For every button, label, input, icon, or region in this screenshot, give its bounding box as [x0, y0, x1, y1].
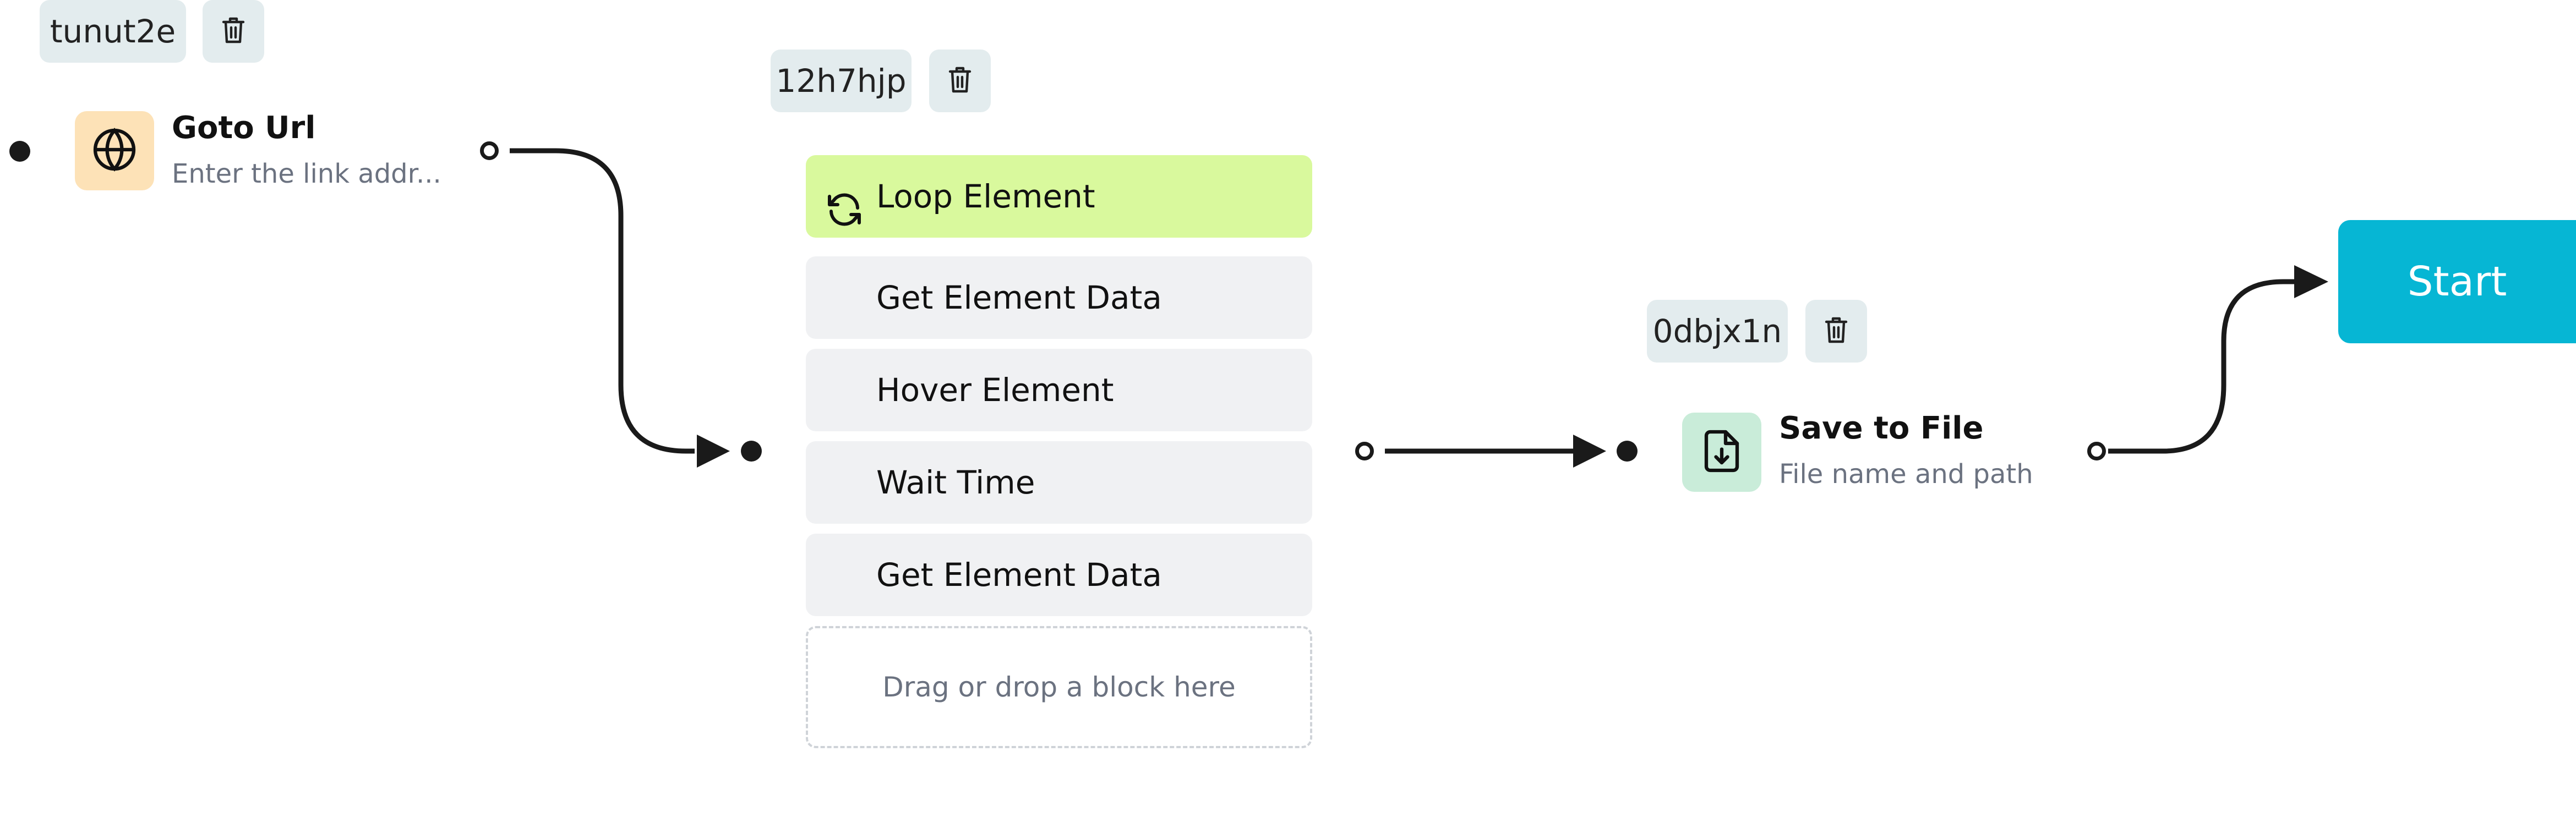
edge-goto-to-loop: [510, 148, 730, 468]
block-item[interactable]: Hover Element: [806, 349, 1312, 431]
loop-element-label: Loop Element: [876, 178, 1095, 215]
block-item[interactable]: Get Element Data: [806, 534, 1312, 616]
edge-loop-to-save: [1385, 435, 1606, 468]
trash-icon: [1823, 315, 1849, 347]
delete-node-button[interactable]: [929, 50, 991, 112]
input-handle[interactable]: [1617, 441, 1638, 462]
globe-icon: [91, 127, 138, 175]
delete-node-button[interactable]: [1805, 300, 1867, 363]
node-id-tag: 0dbjx1n: [1647, 300, 1788, 363]
node-subtitle[interactable]: Enter the link addr...: [172, 158, 441, 189]
save-file-icon-box: [1682, 413, 1761, 492]
output-handle[interactable]: [480, 141, 499, 160]
node-title[interactable]: Goto Url: [172, 110, 316, 146]
block-dropzone[interactable]: Drag or drop a block here: [806, 626, 1312, 748]
start-button[interactable]: Start: [2338, 220, 2576, 343]
block-item[interactable]: Wait Time: [806, 441, 1312, 524]
node-id-tag: 12h7hjp: [771, 50, 912, 112]
delete-node-button[interactable]: [203, 0, 264, 63]
trash-icon: [947, 65, 973, 97]
loop-element-header[interactable]: Loop Element: [806, 155, 1312, 238]
file-download-icon: [1702, 428, 1742, 476]
node-title[interactable]: Save to File: [1779, 410, 1984, 446]
edge-save-to-start: [2108, 265, 2328, 454]
refresh-icon: [825, 177, 864, 260]
block-item[interactable]: Get Element Data: [806, 256, 1312, 339]
input-handle[interactable]: [9, 141, 30, 162]
node-subtitle[interactable]: File name and path: [1779, 459, 2033, 490]
output-handle[interactable]: [1355, 442, 1374, 460]
trash-icon: [220, 15, 247, 47]
node-id-tag: tunut2e: [40, 0, 186, 63]
output-handle[interactable]: [2087, 442, 2106, 460]
goto-url-icon-box: [75, 111, 154, 190]
input-handle[interactable]: [741, 441, 762, 462]
